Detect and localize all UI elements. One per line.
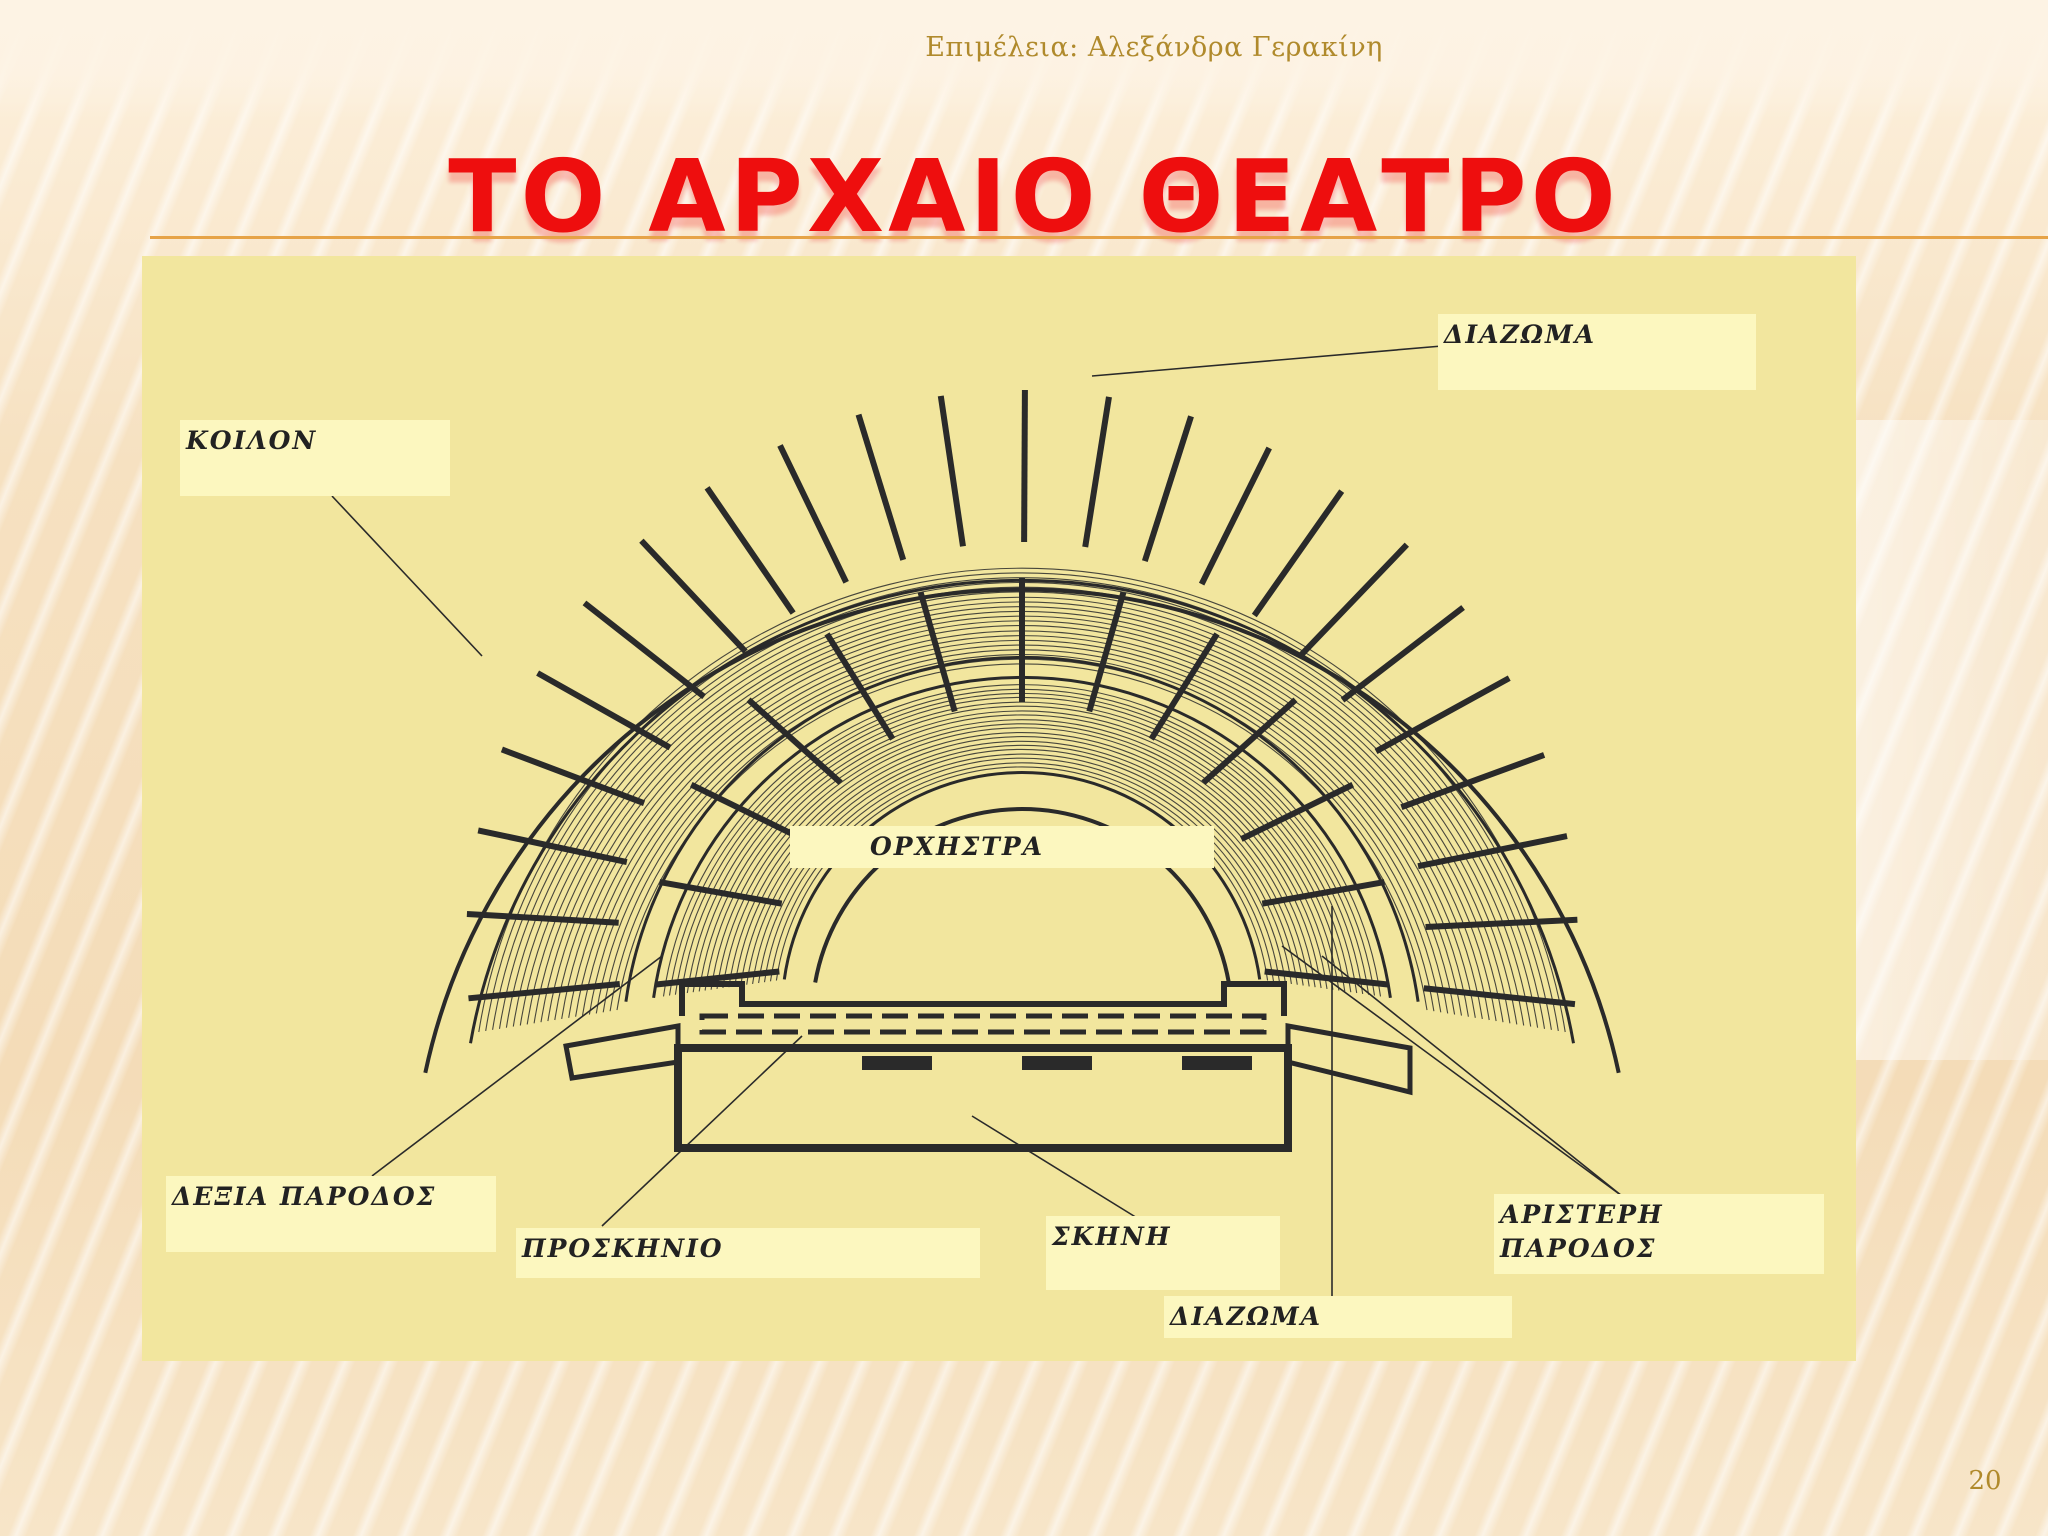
stage-door xyxy=(1182,1056,1252,1070)
seat-row xyxy=(710,719,1334,990)
leader-line xyxy=(1321,955,1623,1197)
left-ramp xyxy=(563,1023,681,1081)
lower-aisle xyxy=(1261,879,1385,907)
upper-aisle xyxy=(777,444,849,584)
lower-aisle xyxy=(917,591,958,713)
lower-aisle xyxy=(1201,697,1298,785)
lower-aisle xyxy=(1086,591,1127,713)
stage-door xyxy=(1022,1056,1092,1070)
top-fade xyxy=(0,0,2048,120)
upper-aisle xyxy=(1423,985,1576,1008)
slide-title: ΤΟ ΑΡΧΑΙΟ ΘΕΑΤΡΟ xyxy=(448,138,1620,255)
upper-aisle xyxy=(1340,605,1465,703)
label-diazoma-bottom: ΔΙΑΖΩΜΑ xyxy=(1164,1296,1512,1338)
lower-aisle xyxy=(659,879,783,907)
stage-building xyxy=(563,981,1413,1152)
upper-aisle xyxy=(1425,916,1578,930)
seat-row xyxy=(722,727,1322,989)
upper-aisle xyxy=(1417,833,1568,870)
seat-row xyxy=(769,762,1275,982)
seat-row xyxy=(492,577,1552,1030)
background-panel xyxy=(1850,420,2048,1060)
upper-aisle xyxy=(536,670,672,751)
upper-aisle xyxy=(855,413,907,561)
lower-aisle xyxy=(1148,632,1220,741)
author-credit: Επιμέλεια: Αλεξάνδρα Γερακίνη xyxy=(925,32,1383,63)
orchestra-edge xyxy=(813,807,1231,983)
seat-row xyxy=(740,740,1304,986)
seat-row xyxy=(686,701,1358,994)
lower-aisle xyxy=(824,632,896,741)
upper-aisle xyxy=(582,600,706,700)
title-rule xyxy=(150,236,2048,239)
label-koilon: ΚΟΙΛΟΝ xyxy=(180,420,450,496)
aisle-lines xyxy=(466,389,1578,1008)
leader-line xyxy=(601,1035,803,1227)
right-ramp xyxy=(1285,1023,1413,1096)
proskenion-outline xyxy=(679,981,1287,1016)
upper-aisle xyxy=(1198,446,1272,586)
upper-aisle xyxy=(1141,415,1194,563)
seat-row xyxy=(716,723,1328,989)
theatre-drawing xyxy=(331,345,1623,1296)
leader-line xyxy=(371,955,663,1177)
label-diazoma-top: ΔΙΑΖΩΜΑ xyxy=(1438,314,1756,390)
leader-lines xyxy=(331,345,1623,1296)
upper-aisle xyxy=(466,910,619,926)
leader-line xyxy=(971,1115,1143,1222)
leader-line xyxy=(1281,945,1623,1197)
upper-aisle xyxy=(1251,489,1345,618)
label-proskinio: ΠΡΟΣΚΗΝΙΟ xyxy=(516,1228,980,1278)
skene-walls xyxy=(674,1044,1292,1152)
leader-line xyxy=(1091,345,1443,377)
upper-aisle xyxy=(1299,542,1409,657)
upper-aisle xyxy=(1400,752,1546,810)
seat-row xyxy=(478,567,1566,1033)
seat-row xyxy=(692,705,1352,993)
lower-aisle xyxy=(655,968,780,988)
upper-aisle xyxy=(468,981,621,1002)
upper-aisle xyxy=(639,538,748,654)
upper-aisle xyxy=(477,827,628,865)
theatre-diagram: ΚΟΙΛΟΝ ΔΙΑΖΩΜΑ ΟΡΧΗΣΤΡΑ ΔΕΞΙΑ ΠΑΡΟΔΟΣ ΠΡ… xyxy=(142,256,1856,1361)
proskenion-columns xyxy=(699,1013,1267,1035)
seat-row xyxy=(775,766,1269,981)
seat-row xyxy=(734,736,1310,987)
lower-tier-edge xyxy=(782,771,1262,980)
seat-row xyxy=(752,748,1292,984)
upper-aisle xyxy=(500,746,646,807)
label-orchestra: ΟΡΧΗΣΤΡΑ xyxy=(790,826,1214,868)
lower-aisle xyxy=(1239,781,1355,842)
lower-aisle xyxy=(746,697,843,785)
seat-row xyxy=(704,714,1340,991)
label-skini: ΣΚΗΝΗ xyxy=(1046,1216,1280,1290)
stage-door xyxy=(862,1056,932,1070)
seat-row xyxy=(728,731,1316,988)
leader-line xyxy=(331,495,483,657)
upper-aisle xyxy=(1082,396,1112,548)
lower-aisle xyxy=(689,781,805,842)
upper-aisle xyxy=(1021,389,1028,543)
upper-aisle xyxy=(1374,675,1511,755)
page-number: 20 xyxy=(1968,1466,2002,1496)
seat-row xyxy=(758,753,1286,984)
seat-row xyxy=(746,744,1298,985)
label-aristeri-parodos: ΑΡΙΣΤΕΡΗ ΠΑΡΟΔΟΣ xyxy=(1494,1194,1824,1274)
label-dexia-parodos: ΔΕΞΙΑ ΠΑΡΟΔΟΣ xyxy=(166,1176,496,1252)
upper-aisle xyxy=(937,395,966,547)
upper-aisle xyxy=(704,486,796,615)
seat-row xyxy=(763,757,1281,983)
seat-row xyxy=(485,572,1559,1031)
seat-row xyxy=(698,710,1346,992)
